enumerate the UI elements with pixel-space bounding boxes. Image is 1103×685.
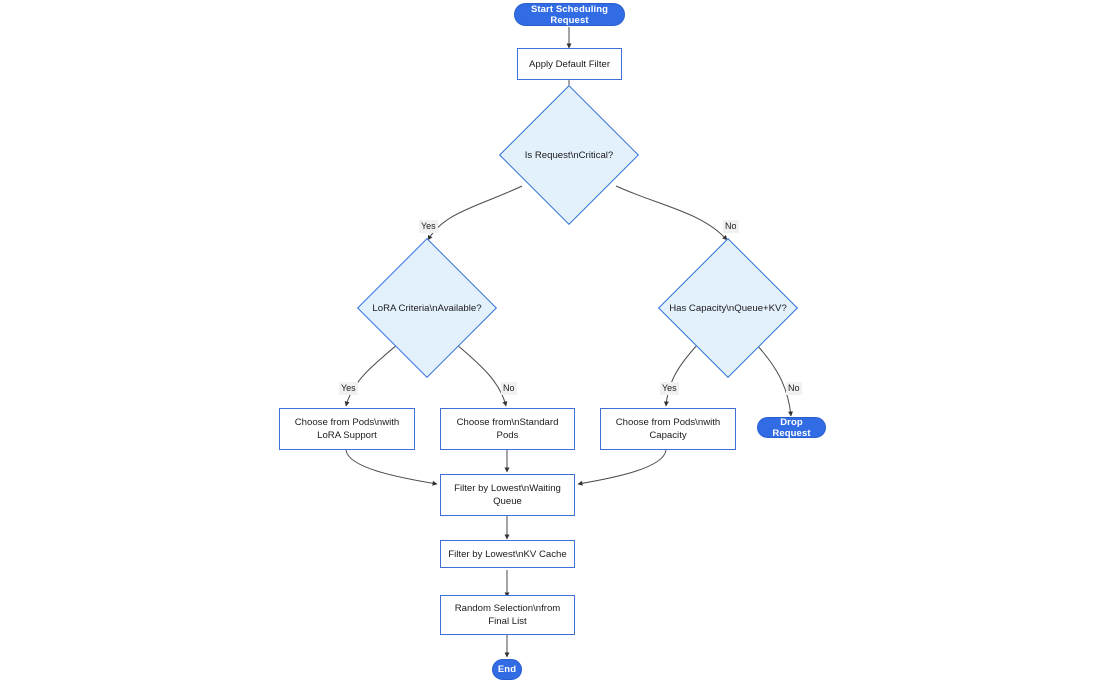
edge-label-lora-yes: Yes (339, 382, 358, 395)
node-label-block: Choose from\nStandard Pods (457, 416, 559, 442)
edge-label-critical-no: No (723, 220, 739, 233)
node-apply-default-filter[interactable]: Apply Default Filter (517, 48, 622, 80)
node-has-capacity[interactable]: Has Capacity\nQueue+KV? (658, 238, 798, 378)
node-label: Has Capacity\nQueue+KV? (669, 302, 787, 314)
node-label-line1: Random Selection\nfrom (454, 603, 561, 614)
edge-label-capacity-yes: Yes (660, 382, 679, 395)
node-lora-criteria-available[interactable]: LoRA Criteria\nAvailable? (357, 238, 497, 378)
node-choose-standard-pods[interactable]: Choose from\nStandard Pods (440, 408, 575, 450)
node-label-line2: Capacity (649, 430, 687, 441)
edge-label-lora-no: No (501, 382, 517, 395)
node-label-block: Filter by Lowest\nWaiting Queue (454, 482, 561, 508)
node-drop-request[interactable]: Drop Request (757, 417, 826, 439)
node-label-block: Choose from Pods\nwith LoRA Support (295, 416, 400, 442)
node-label-line2: Queue (493, 496, 522, 507)
node-filter-kv-cache[interactable]: Filter by Lowest\nKV Cache (440, 540, 575, 568)
node-is-request-critical[interactable]: Is Request\nCritical? (499, 85, 639, 225)
edge-capacity-pods-to-waiting (577, 449, 667, 486)
edge-lora-pods-to-waiting (345, 449, 438, 486)
node-random-selection[interactable]: Random Selection\nfrom Final List (440, 595, 575, 635)
node-label-line1: Choose from Pods\nwith (615, 417, 721, 428)
node-label-line1: Choose from Pods\nwith (294, 417, 400, 428)
node-label-line2: LoRA Support (317, 430, 377, 441)
node-choose-capacity-pods[interactable]: Choose from Pods\nwith Capacity (600, 408, 736, 450)
node-choose-lora-pods[interactable]: Choose from Pods\nwith LoRA Support (279, 408, 415, 450)
node-start[interactable]: Start Scheduling Request (514, 3, 625, 26)
node-label: LoRA Criteria\nAvailable? (372, 302, 482, 314)
node-label-line1: Filter by Lowest\nWaiting (454, 483, 561, 494)
edge-label-critical-yes: Yes (419, 220, 438, 233)
node-label-line2: Final List (488, 616, 527, 627)
node-end[interactable]: End (492, 659, 522, 680)
node-label-block: Choose from Pods\nwith Capacity (616, 416, 721, 442)
node-label-block: Random Selection\nfrom Final List (455, 602, 561, 628)
edge-label-capacity-no: No (786, 382, 802, 395)
node-label-line1: Choose from\nStandard (456, 417, 559, 428)
node-filter-waiting-queue[interactable]: Filter by Lowest\nWaiting Queue (440, 474, 575, 516)
node-label-line2: Pods (496, 430, 519, 441)
node-label: Is Request\nCritical? (524, 149, 614, 161)
